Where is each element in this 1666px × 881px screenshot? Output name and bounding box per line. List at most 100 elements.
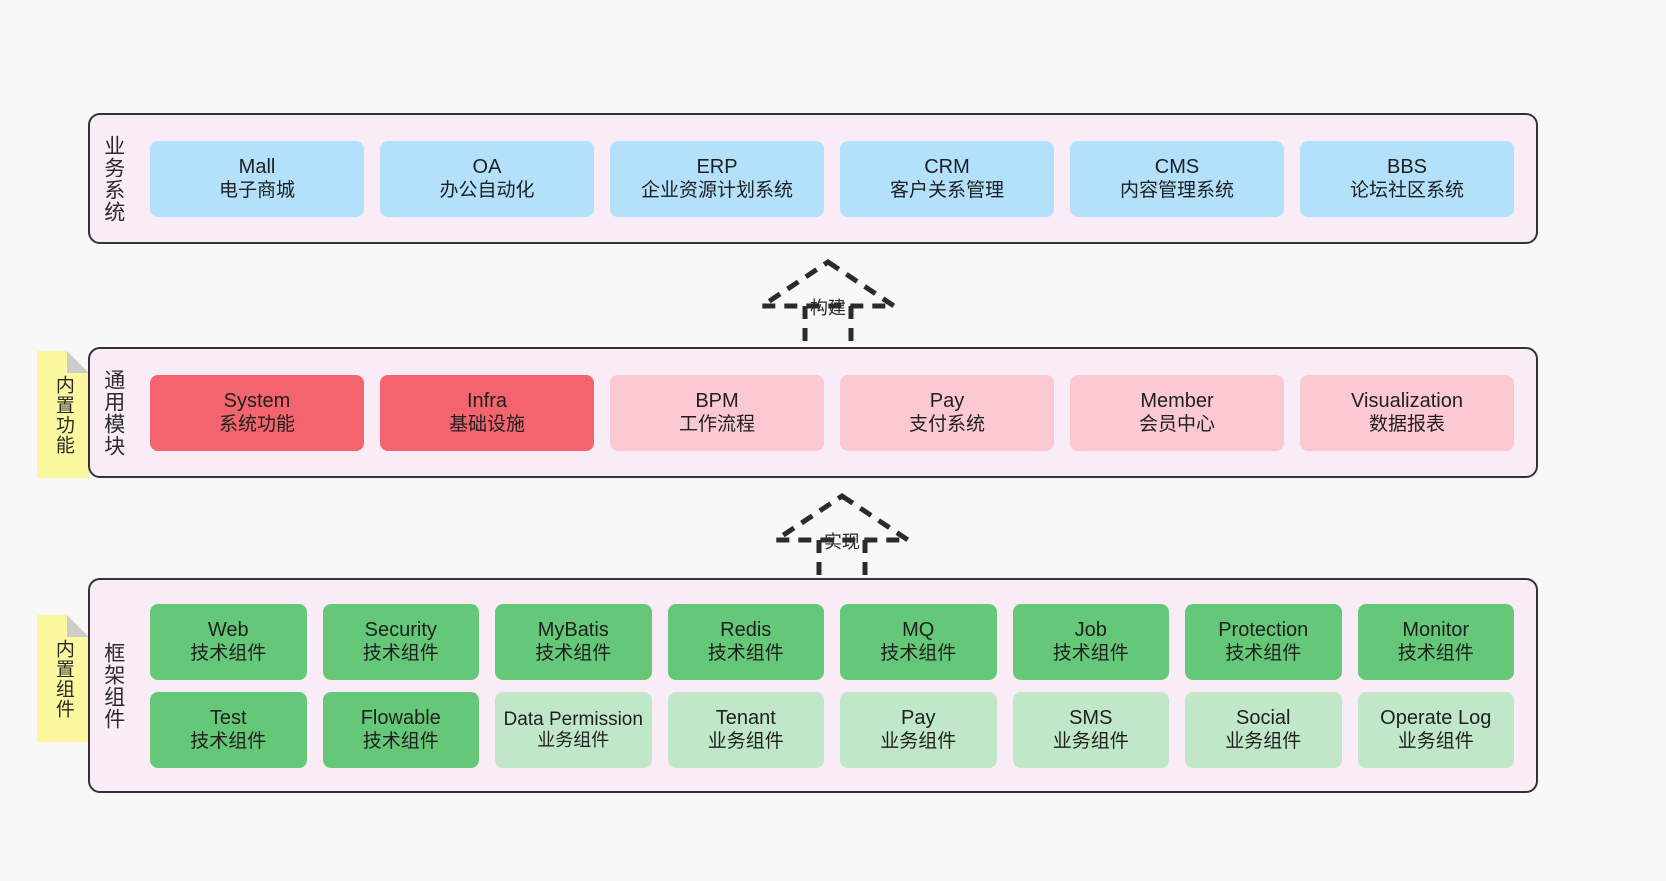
note-label: 内置组件 [52, 638, 74, 719]
card-title-cn: 技术组件 [707, 643, 784, 665]
card-title-en: BPM [695, 389, 739, 412]
arrow-build: 构建 [753, 258, 903, 350]
card-title-en: ERP [696, 155, 738, 178]
card-mall[interactable]: Mall 电子商城 [150, 140, 364, 217]
card-protection[interactable]: Protection 技术组件 [1185, 603, 1342, 680]
card-visualization[interactable]: Visualization 数据报表 [1300, 374, 1514, 451]
layer-title-business-system: 业务系统 [101, 134, 125, 223]
note-fold-icon [67, 351, 89, 373]
card-title-en: Tenant [715, 706, 776, 729]
card-tenant[interactable]: Tenant 业务组件 [667, 691, 824, 768]
card-title-cn: 工作流程 [678, 414, 755, 436]
card-title-en: MyBatis [537, 618, 609, 641]
card-title-cn: 技术组件 [362, 731, 439, 753]
card-title-cn: 业务组件 [1397, 731, 1474, 753]
layer-body-framework-component: Web 技术组件 Security 技术组件 MyBatis 技术组件 Redi… [136, 580, 1536, 791]
card-data-permission[interactable]: Data Permission 业务组件 [495, 691, 652, 768]
layer-business-system: 业务系统 Mall 电子商城 OA 办公自动化 ERP 企业资源计划系统 CRM… [88, 113, 1538, 244]
card-title-en: Member [1140, 389, 1214, 412]
card-flowable[interactable]: Flowable 技术组件 [322, 691, 479, 768]
card-title-cn: 基础设施 [448, 414, 525, 436]
card-security[interactable]: Security 技术组件 [322, 603, 479, 680]
card-title-cn: 支付系统 [908, 414, 985, 436]
card-title-en: Security [364, 618, 437, 641]
card-title-en: CMS [1154, 155, 1200, 178]
card-erp[interactable]: ERP 企业资源计划系统 [610, 140, 824, 217]
card-title-en: Redis [720, 618, 772, 641]
note-builtin-features: 内置功能 [37, 351, 89, 478]
card-title-cn: 业务组件 [707, 731, 784, 753]
card-title-en: Data Permission [503, 708, 643, 730]
card-title-en: SMS [1069, 706, 1113, 729]
card-title-cn: 技术组件 [190, 731, 267, 753]
card-cms[interactable]: CMS 内容管理系统 [1070, 140, 1284, 217]
note-fold-icon [67, 615, 89, 637]
card-redis[interactable]: Redis 技术组件 [667, 603, 824, 680]
card-title-en: Job [1074, 618, 1107, 641]
card-mybatis[interactable]: MyBatis 技术组件 [495, 603, 652, 680]
card-title-cn: 业务组件 [880, 731, 957, 753]
card-title-cn: 技术组件 [880, 643, 957, 665]
card-title-cn: 数据报表 [1368, 414, 1445, 436]
card-title-en: Web [207, 618, 249, 641]
layer-body-business-system: Mall 电子商城 OA 办公自动化 ERP 企业资源计划系统 CRM 客户关系… [136, 115, 1536, 242]
card-title-en: OA [472, 155, 502, 178]
card-title-en: System [223, 389, 291, 412]
card-title-cn: 系统功能 [218, 414, 295, 436]
card-title-en: Flowable [360, 706, 441, 729]
card-title-en: Infra [466, 389, 508, 412]
card-title-cn: 技术组件 [1052, 643, 1129, 665]
card-test[interactable]: Test 技术组件 [150, 691, 307, 768]
card-title-cn: 业务组件 [1225, 731, 1302, 753]
layer-common-module: 通用模块 System 系统功能 Infra 基础设施 BPM 工作流程 Pay… [88, 347, 1538, 478]
card-bbs[interactable]: BBS 论坛社区系统 [1300, 140, 1514, 217]
note-label: 内置功能 [52, 374, 74, 455]
card-title-cn: 业务组件 [537, 730, 610, 751]
layer-body-common-module: System 系统功能 Infra 基础设施 BPM 工作流程 Pay 支付系统… [136, 349, 1536, 476]
card-title-en: Mall [238, 155, 276, 178]
card-title-cn: 办公自动化 [439, 180, 535, 202]
card-pay[interactable]: Pay 支付系统 [840, 374, 1054, 451]
card-title-cn: 技术组件 [1397, 643, 1474, 665]
card-title-en: Pay [929, 389, 965, 412]
card-title-en: MQ [902, 618, 935, 641]
card-monitor[interactable]: Monitor 技术组件 [1357, 603, 1514, 680]
layer-title-common-module: 通用模块 [101, 368, 125, 457]
card-title-en: Protection [1218, 618, 1309, 641]
card-title-cn: 电子商城 [218, 180, 295, 202]
card-title-cn: 内容管理系统 [1119, 180, 1234, 202]
card-title-en: CRM [924, 155, 970, 178]
card-title-cn: 业务组件 [1052, 731, 1129, 753]
card-bpm[interactable]: BPM 工作流程 [610, 374, 824, 451]
layer-title-framework-component: 框架组件 [101, 641, 125, 730]
card-pay-business[interactable]: Pay 业务组件 [840, 691, 997, 768]
card-title-cn: 客户关系管理 [889, 180, 1004, 202]
card-title-cn: 会员中心 [1138, 414, 1215, 436]
card-system[interactable]: System 系统功能 [150, 374, 364, 451]
card-title-cn: 技术组件 [535, 643, 612, 665]
card-crm[interactable]: CRM 客户关系管理 [840, 140, 1054, 217]
card-operate-log[interactable]: Operate Log 业务组件 [1357, 691, 1514, 768]
card-title-cn: 技术组件 [190, 643, 267, 665]
card-title-cn: 论坛社区系统 [1349, 180, 1464, 202]
card-infra[interactable]: Infra 基础设施 [380, 374, 594, 451]
layer-framework-component: 框架组件 Web 技术组件 Security 技术组件 MyBatis 技术组件… [88, 578, 1538, 793]
card-title-en: Operate Log [1380, 706, 1492, 729]
card-mq[interactable]: MQ 技术组件 [840, 603, 997, 680]
arrow-label-implement: 实现 [824, 532, 860, 552]
card-web[interactable]: Web 技术组件 [150, 603, 307, 680]
card-title-en: BBS [1386, 155, 1428, 178]
card-title-en: Visualization [1351, 389, 1463, 412]
card-title-cn: 企业资源计划系统 [640, 180, 793, 202]
card-title-en: Test [209, 706, 247, 729]
card-title-cn: 技术组件 [1225, 643, 1302, 665]
card-job[interactable]: Job 技术组件 [1012, 603, 1169, 680]
card-oa[interactable]: OA 办公自动化 [380, 140, 594, 217]
card-title-en: Monitor [1402, 618, 1470, 641]
card-social[interactable]: Social 业务组件 [1185, 691, 1342, 768]
card-title-en: Pay [901, 706, 936, 729]
card-title-en: Social [1236, 706, 1291, 729]
card-member[interactable]: Member 会员中心 [1070, 374, 1284, 451]
card-sms[interactable]: SMS 业务组件 [1012, 691, 1169, 768]
